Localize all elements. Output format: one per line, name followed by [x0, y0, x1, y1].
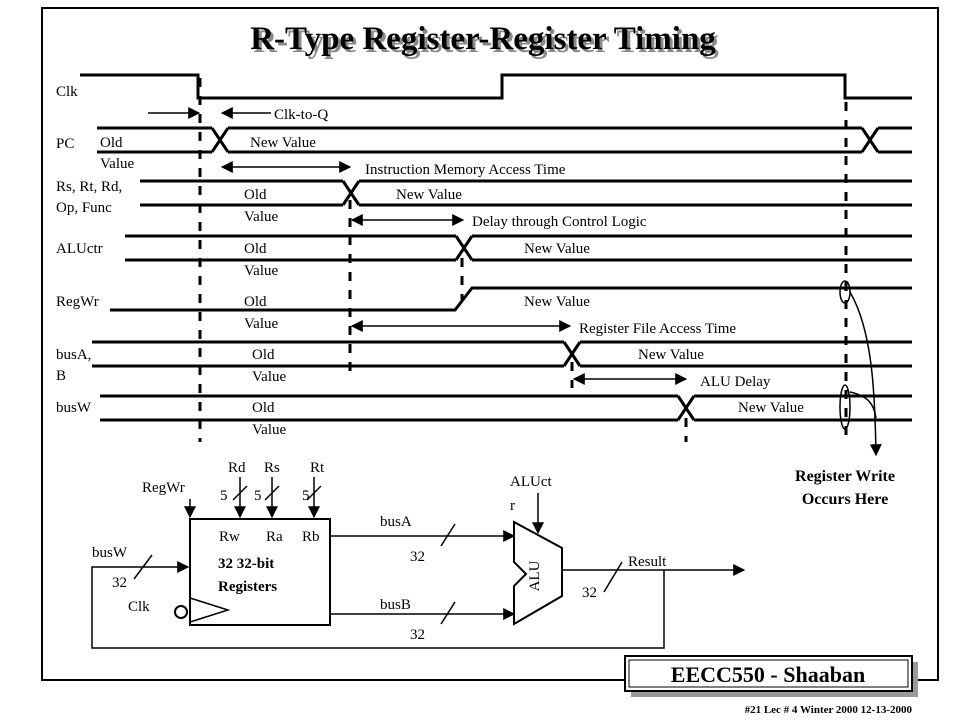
pc-old-label: Old [100, 135, 123, 151]
rs-width-label: 5 [254, 488, 262, 504]
ra-port-label: Ra [266, 529, 283, 545]
register-write-arrow [849, 291, 882, 457]
datapath-aluctr-line2: r [510, 498, 515, 514]
alu-block [513, 520, 563, 626]
result-label: Result [628, 554, 667, 570]
rd-width-slash [232, 485, 248, 501]
busab-label: busA, [56, 347, 91, 363]
register-file-label-line1: 32 32-bit [218, 556, 274, 572]
busw-feedback-wire [91, 561, 665, 649]
datapath-busa-label: busA [380, 514, 412, 530]
regwr-old-value-label: Value [244, 316, 278, 332]
busw-old-value-label: Value [252, 422, 286, 438]
datapath-regwr-label: RegWr [142, 480, 185, 496]
instruction-fields-waveform [140, 179, 912, 207]
op-func-label: Op, Func [56, 200, 112, 216]
rt-width-slash [306, 485, 322, 501]
register-write-note-line2: Occurs Here [802, 491, 888, 508]
register-file-box [189, 518, 331, 626]
busb-width-label: 32 [410, 627, 425, 643]
aluctr-waveform [125, 234, 912, 262]
rs-new-value-label: New Value [396, 187, 462, 203]
clk-waveform [80, 73, 912, 100]
clk-label: Clk [56, 84, 78, 100]
clk-to-q-label: Clk-to-Q [274, 107, 328, 123]
busw-new-value-label: New Value [738, 400, 804, 416]
register-write-connector [849, 391, 877, 419]
busw-width-slash [133, 554, 153, 580]
alu-label: ALU [527, 560, 543, 591]
busab-label-b: B [56, 368, 66, 384]
regfile-access-label: Register File Access Time [579, 321, 736, 337]
regwr-label: RegWr [56, 294, 99, 310]
rt-width-label: 5 [302, 488, 310, 504]
rs-rt-rd-label: Rs, Rt, Rd, [56, 179, 122, 195]
datapath-busw-label: busW [92, 545, 128, 561]
regwr-old-label: Old [244, 294, 267, 310]
datapath-busb-label: busB [380, 597, 411, 613]
imem-access-label: Instruction Memory Access Time [365, 162, 566, 178]
slide-title-shadow: R-Type Register-Register Timing [253, 24, 719, 60]
control-delay-label: Delay through Control Logic [472, 214, 647, 230]
rs-old-label: Old [244, 187, 267, 203]
register-write-note-line1: Register Write [795, 468, 895, 485]
rs-width-slash [264, 485, 280, 501]
pc-old-value-label: Value [100, 156, 134, 172]
rt-label: Rt [310, 460, 325, 476]
result-width-slash [603, 561, 623, 593]
datapath-clk-label: Clk [128, 599, 150, 615]
regwr-waveform [110, 286, 912, 312]
course-badge: EECC550 - Shaaban [624, 655, 918, 697]
rs-old-value-label: Value [244, 209, 278, 225]
course-badge-text: EECC550 - Shaaban [671, 662, 865, 687]
rw-port-label: Rw [219, 529, 240, 545]
clock-input-triangle [189, 597, 231, 623]
slide-title-text: R-Type Register-Register Timing [250, 21, 716, 57]
result-width-label: 32 [582, 585, 597, 601]
register-file-label-line2: Registers [218, 579, 277, 595]
busb-width-slash [440, 601, 456, 625]
aluctr-new-value-label: New Value [524, 241, 590, 257]
slide-frame [41, 7, 939, 681]
rs-label: Rs [264, 460, 280, 476]
busw-old-label: Old [252, 400, 275, 416]
clock-input-bubble [174, 605, 188, 619]
aluctr-label: ALUctr [56, 241, 103, 257]
busab-new-value-label: New Value [638, 347, 704, 363]
busab-old-value-label: Value [252, 369, 286, 385]
busw-label: busW [56, 400, 92, 416]
busa-width-label: 32 [410, 549, 425, 565]
regwr-new-value-label: New Value [524, 294, 590, 310]
aluctr-old-label: Old [244, 241, 267, 257]
busab-old-label: Old [252, 347, 275, 363]
rd-label: Rd [228, 460, 246, 476]
busw-width-label: 32 [112, 575, 127, 591]
pc-label: PC [56, 136, 74, 152]
busw-write-ellipse [839, 384, 851, 430]
alu-delay-label: ALU Delay [700, 374, 771, 390]
rd-width-label: 5 [220, 488, 228, 504]
slide-footer: #21 Lec # 4 Winter 2000 12-13-2000 [745, 704, 913, 716]
busab-waveform [92, 340, 912, 368]
slide-title: R-Type Register-Register Timing R-Type R… [250, 21, 719, 60]
rb-port-label: Rb [302, 529, 320, 545]
aluctr-old-value-label: Value [244, 263, 278, 279]
pc-new-value-label: New Value [250, 135, 316, 151]
busa-width-slash [440, 523, 456, 547]
datapath-aluctr-line1: ALUct [510, 474, 552, 490]
pc-waveform [97, 126, 912, 154]
